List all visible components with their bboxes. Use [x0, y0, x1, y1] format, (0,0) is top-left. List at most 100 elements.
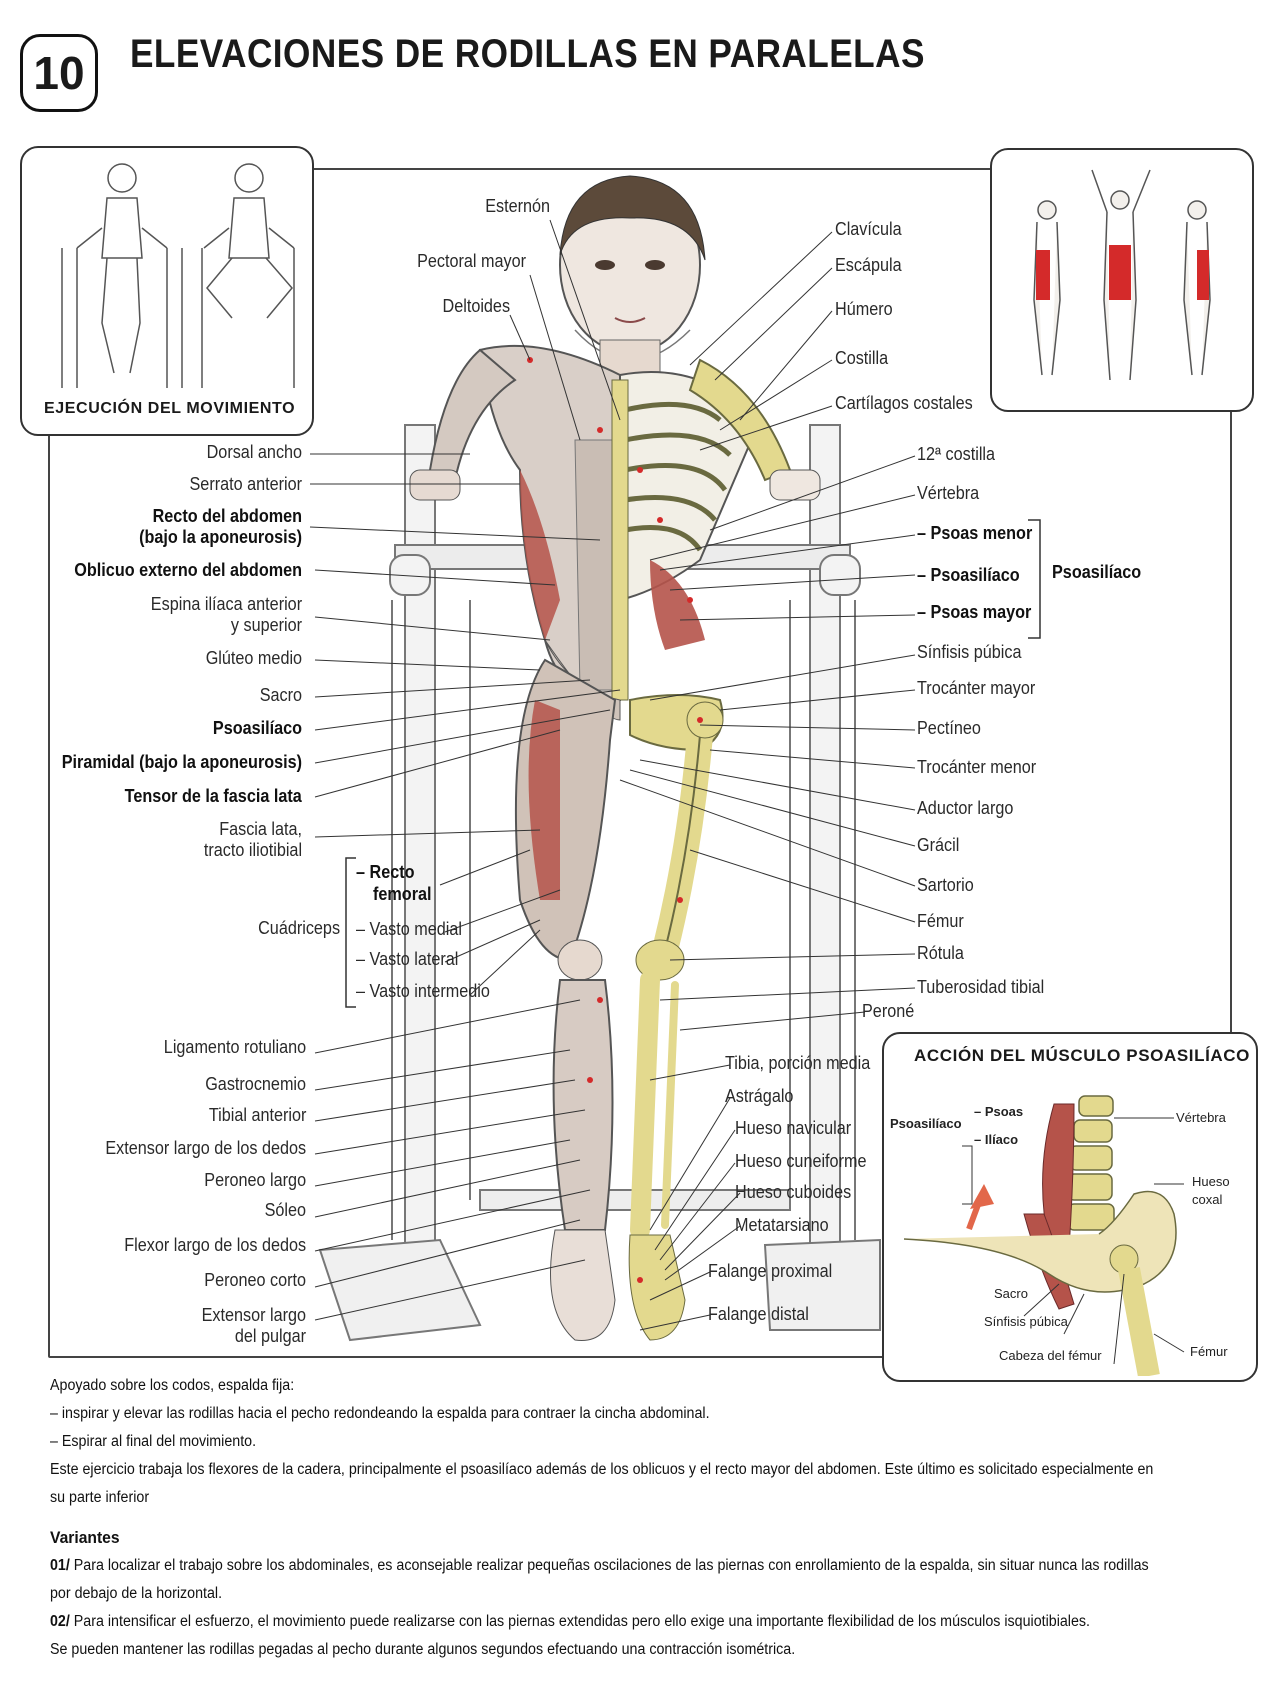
- label-vertebra: Vértebra: [917, 483, 980, 503]
- knee-left: [557, 939, 603, 981]
- spine-sternum: [611, 379, 629, 701]
- label-tibial-anterior: Tibial anterior: [208, 1105, 306, 1125]
- psoas-box-femur: Fémur: [1190, 1344, 1228, 1359]
- label-femur: Fémur: [917, 911, 964, 931]
- label-vasto-lateral: – Vasto lateral: [356, 949, 459, 969]
- bar-handle-right: [819, 554, 861, 596]
- label-psoas-mayor: – Psoas mayor: [917, 602, 1032, 622]
- label-astragalo: Astrágalo: [725, 1086, 794, 1106]
- label-esternon: Esternón: [485, 196, 550, 216]
- psoas-action-box: ACCIÓN DEL MÚSCULO PSOASILÍACO Psoasilía…: [882, 1032, 1258, 1382]
- psoas-box-iliaco: – Ilíaco: [974, 1132, 1019, 1147]
- label-fascia-lata-1: Fascia lata,: [219, 819, 302, 839]
- label-espina-iliaca-1: Espina ilíaca anterior: [150, 594, 302, 614]
- label-humero: Húmero: [835, 299, 893, 319]
- psoas-action-title: ACCIÓN DEL MÚSCULO PSOASILÍACO: [914, 1046, 1250, 1065]
- foot-left: [550, 1229, 616, 1341]
- text-p2: – inspirar y elevar las rodillas hacia e…: [50, 1405, 710, 1422]
- leader-lines-left: [309, 453, 621, 1321]
- psoas-box-sacro: Sacro: [994, 1286, 1028, 1301]
- psoas-muscle: [650, 560, 705, 650]
- hand-right: [769, 469, 821, 501]
- label-pectoral-mayor: Pectoral mayor: [417, 251, 526, 271]
- label-recto-femoral-2: femoral: [373, 884, 432, 904]
- variants-title: Variantes: [50, 1528, 120, 1547]
- label-gracil: Grácil: [917, 835, 960, 855]
- label-escapula: Escápula: [835, 255, 902, 275]
- psoas-box-sinfisis: Sínfisis púbica: [984, 1314, 1068, 1329]
- label-vasto-medial: – Vasto medial: [356, 919, 462, 939]
- label-flexor-dedos: Flexor largo de los dedos: [124, 1235, 306, 1255]
- highlight-oblique-right: [1197, 250, 1209, 300]
- parallel-bars: [318, 424, 881, 1342]
- label-cartilagos: Cartílagos costales: [835, 393, 973, 413]
- exercise-number: 10: [33, 47, 85, 99]
- highlight-abdomen: [1109, 245, 1131, 300]
- label-trocanter-menor: Trocánter menor: [917, 757, 1037, 777]
- label-navicular: Hueso navicular: [735, 1118, 852, 1138]
- label-psoasiliaco-group: Psoasilíaco: [1052, 562, 1142, 582]
- psoas-box-hueso-2: coxal: [1192, 1192, 1223, 1207]
- label-soleo: Sóleo: [264, 1200, 306, 1220]
- variant-2: 02/ Para intensificar el esfuerzo, el mo…: [50, 1608, 1154, 1636]
- label-pectineo: Pectíneo: [917, 718, 981, 738]
- label-tensor-fascia: Tensor de la fascia lata: [124, 786, 302, 806]
- femur-shaft-diagram: [1118, 1266, 1160, 1376]
- highlight-oblique-left: [1036, 250, 1050, 300]
- label-costilla-12: 12ª costilla: [917, 444, 996, 464]
- label-peroneo-corto: Peroneo corto: [204, 1270, 306, 1290]
- tibia-bone: [630, 970, 660, 1240]
- label-oblicuo-externo: Oblicuo externo del abdomen: [74, 560, 302, 580]
- text-p1: Apoyado sobre los codos, espalda fija:: [50, 1377, 295, 1394]
- variant-1: 01/ Para localizar el trabajo sobre los …: [50, 1552, 1154, 1608]
- figure-head: [559, 175, 706, 361]
- label-ligamento-rotuliano: Ligamento rotuliano: [163, 1037, 306, 1057]
- label-serrato: Serrato anterior: [189, 474, 302, 494]
- label-deltoides: Deltoides: [442, 296, 510, 316]
- label-psoasiliaco-left: Psoasilíaco: [212, 718, 302, 738]
- instructions-text: Apoyado sobre los codos, espalda fija: –…: [50, 1372, 1154, 1664]
- label-sacro: Sacro: [259, 685, 302, 705]
- label-rotula: Rótula: [917, 943, 964, 963]
- label-perone: Peroné: [862, 1001, 915, 1021]
- psoas-box-psoas: – Psoas: [974, 1104, 1024, 1119]
- rectus-abdominis: [574, 439, 616, 691]
- label-clavicula: Clavícula: [835, 219, 902, 239]
- label-piramidal: Piramidal (bajo la aponeurosis): [61, 752, 302, 772]
- variant-2-num: 02/: [50, 1613, 70, 1630]
- exercise-number-badge: 10: [20, 34, 98, 112]
- quadriceps-muscle: [528, 700, 560, 900]
- label-sartorio: Sartorio: [917, 875, 974, 895]
- label-espina-iliaca-2: y superior: [230, 615, 302, 635]
- femur-head: [686, 701, 724, 739]
- label-costilla: Costilla: [835, 348, 889, 368]
- label-recto-femoral-1: – Recto: [356, 862, 415, 882]
- lower-leg-muscle: [552, 979, 614, 1231]
- variant-3: Se pueden mantener las rodillas pegadas …: [50, 1641, 796, 1658]
- label-psoasiliaco-right: – Psoasilíaco: [917, 565, 1020, 585]
- hand-left: [409, 469, 461, 501]
- label-sinfisis: Sínfisis púbica: [917, 642, 1022, 662]
- label-extensor-pulgar-1: Extensor largo: [201, 1305, 306, 1325]
- pelvis-diagram: [903, 1190, 1177, 1293]
- variant-1-text: Para localizar el trabajo sobre los abdo…: [50, 1557, 1149, 1602]
- main-illustration-frame: [48, 168, 1232, 1358]
- label-tibia: Tibia, porción media: [725, 1053, 871, 1073]
- attachment-points: [527, 357, 703, 1283]
- label-aductor-largo: Aductor largo: [917, 798, 1014, 818]
- label-cuadriceps: Cuádriceps: [258, 918, 340, 938]
- label-tuberosidad: Tuberosidad tibial: [917, 977, 1045, 997]
- muscle-figures: [1033, 169, 1211, 381]
- label-recto-abdomen-2: (bajo la aponeurosis): [139, 527, 302, 547]
- label-gluteo-medio: Glúteo medio: [205, 648, 302, 668]
- psoas-box-hueso-1: Hueso: [1192, 1174, 1230, 1189]
- psoas-box-psoasiliaco: Psoasilíaco: [890, 1116, 962, 1131]
- leader-lines-top: [509, 219, 621, 441]
- execution-box: EJECUCIÓN DEL MOVIMIENTO: [20, 146, 314, 436]
- label-gastrocnemio: Gastrocnemio: [205, 1074, 306, 1094]
- label-extensor-dedos: Extensor largo de los dedos: [105, 1138, 306, 1158]
- label-cuboides: Hueso cuboides: [735, 1182, 852, 1202]
- label-peroneo-largo: Peroneo largo: [204, 1170, 306, 1190]
- oblique-muscle: [520, 470, 560, 640]
- fibula-bone: [661, 981, 679, 1229]
